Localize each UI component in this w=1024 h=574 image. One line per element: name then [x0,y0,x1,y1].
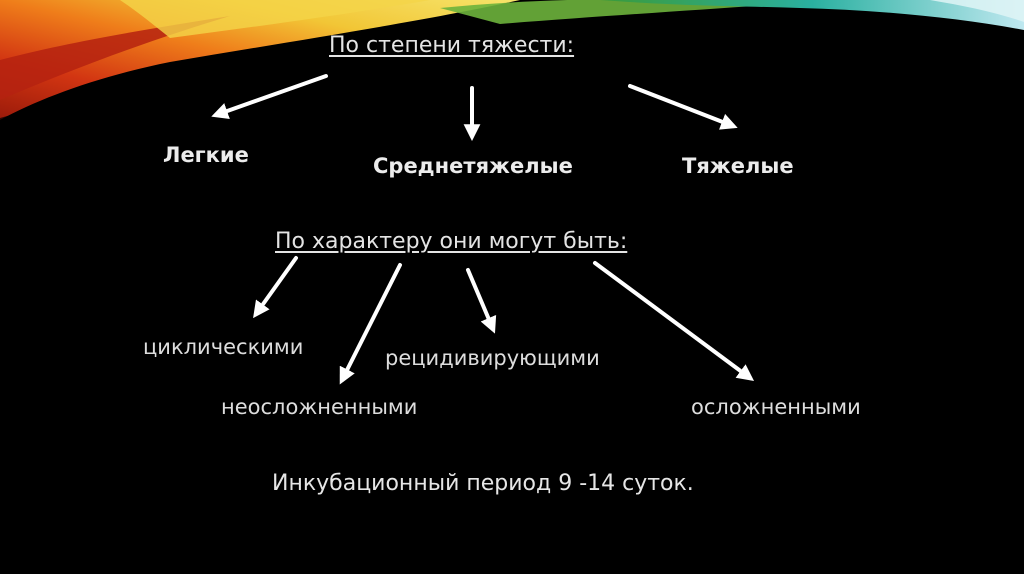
ribbon-yellow-band [120,0,430,38]
type-uncomplicated: неосложненными [221,395,418,419]
type-cyclic: циклическими [143,335,304,359]
severity-moderate: Среднетяжелые [373,154,573,178]
severity-severe: Тяжелые [682,154,794,178]
ribbon-warm-shape [0,0,520,120]
arrow-to-cyclic [253,256,298,319]
heading-severity: По степени тяжести: [329,33,575,58]
arrow-to-severe [628,84,738,130]
ribbon-red-band [0,16,230,100]
arrow-to-recurrent [466,268,497,334]
ribbon-green-band [440,0,780,24]
heading-character: По характеру они могут быть: [275,229,628,254]
severity-mild: Легкие [163,143,249,167]
arrow-to-complicated [593,261,755,382]
incubation-note: Инкубационный период 9 -14 суток. [272,471,694,496]
arrow-to-uncomplicated [339,263,402,385]
type-recurrent: рецидивирующими [385,346,600,370]
ribbon-teal-band [600,0,1024,30]
type-complicated: осложненными [691,395,861,419]
arrow-to-mild [211,74,328,119]
ribbon-light-band [930,0,1024,22]
